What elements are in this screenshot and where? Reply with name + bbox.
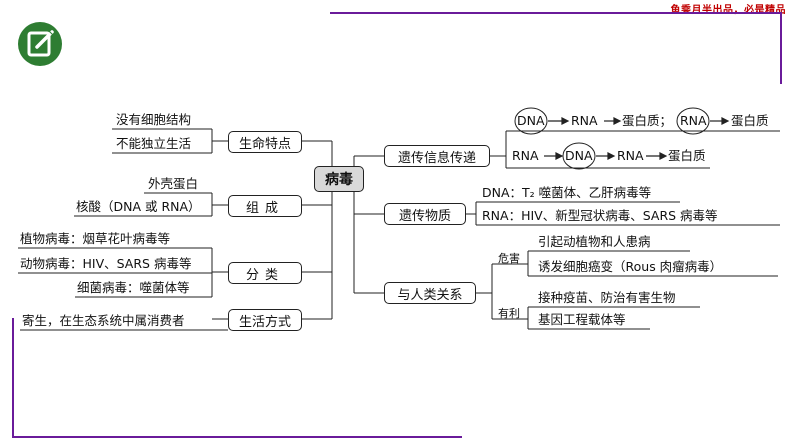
leaf-bacterial-virus: 细菌病毒：噬菌体等 — [77, 280, 190, 295]
leaf-vaccination: 接种疫苗、防治有害生物 — [538, 290, 676, 305]
node-genetic-info-transfer: 遗传信息传递 — [384, 145, 490, 167]
leaf-gene-vector: 基因工程载体等 — [538, 312, 626, 327]
node-life-features: 生命特点 — [228, 131, 302, 153]
transfer-row1-dna: DNA — [517, 113, 545, 128]
leaf-parasitic-consumer: 寄生，在生态系统中属消费者 — [22, 313, 185, 328]
transfer-row2-rna-2: RNA — [617, 148, 644, 163]
node-classification: 分类 — [228, 262, 302, 284]
node-genetic-material: 遗传物质 — [384, 203, 466, 225]
frame-right-line — [780, 12, 782, 84]
transfer-row2-rna: RNA — [512, 148, 539, 163]
edit-note-icon — [18, 22, 62, 66]
transfer-row2-protein: 蛋白质 — [668, 148, 706, 163]
transfer-row1-protein-2: 蛋白质 — [731, 113, 769, 128]
frame-bottom-line — [12, 436, 462, 438]
frame-top-line — [330, 12, 782, 14]
label-harm: 危害 — [498, 252, 520, 265]
leaf-protein-coat: 外壳蛋白 — [148, 176, 199, 191]
node-lifestyle: 生活方式 — [228, 309, 302, 331]
leaf-nucleic-acid: 核酸（DNA 或 RNA） — [76, 199, 201, 214]
leaf-no-cell-structure: 没有细胞结构 — [116, 112, 192, 127]
leaf-animal-virus: 动物病毒：HIV、SARS 病毒等 — [20, 256, 192, 271]
center-node-virus: 病毒 — [314, 166, 364, 192]
transfer-row1-rna-replication: RNA — [680, 113, 707, 128]
frame-left-line — [12, 318, 14, 438]
leaf-cause-disease: 引起动植物和人患病 — [538, 234, 651, 249]
leaf-rna-viruses: RNA：HIV、新型冠状病毒、SARS 病毒等 — [482, 208, 718, 223]
transfer-row1-protein: 蛋白质； — [622, 113, 673, 128]
leaf-dna-viruses: DNA：T₂ 噬菌体、乙肝病毒等 — [482, 185, 652, 200]
brand-slogan: 鱼乘月半出品，必是精品 — [670, 5, 786, 16]
node-relation-to-humans: 与人类关系 — [384, 282, 476, 304]
transfer-row1-rna: RNA — [571, 113, 598, 128]
node-composition: 组成 — [228, 195, 302, 217]
transfer-row2-dna: DNA — [565, 148, 593, 163]
label-benefit: 有利 — [498, 307, 520, 320]
leaf-plant-virus: 植物病毒：烟草花叶病毒等 — [20, 231, 171, 246]
leaf-induce-cancer: 诱发细胞癌变（Rous 肉瘤病毒） — [538, 259, 723, 274]
leaf-cannot-live-independently: 不能独立生活 — [116, 136, 192, 151]
